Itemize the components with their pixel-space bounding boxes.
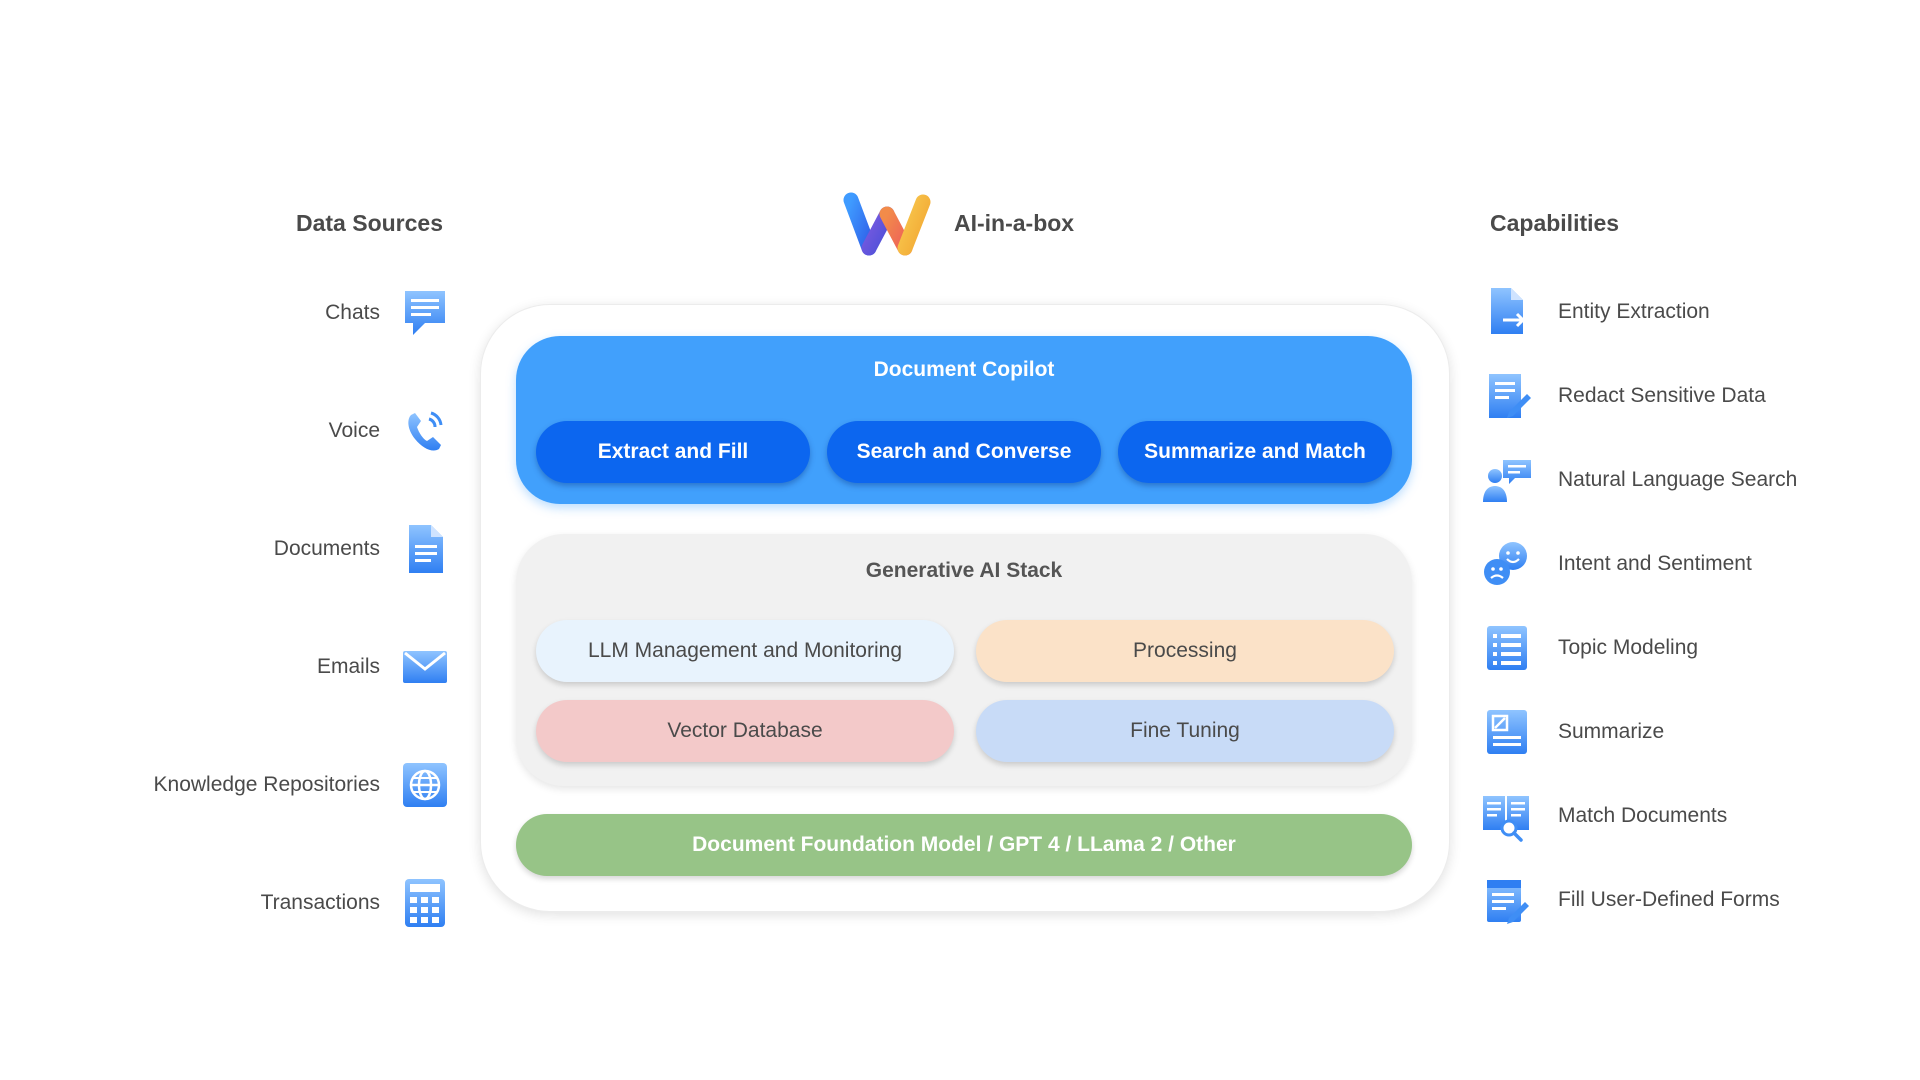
- capability-natural-language-search: Natural Language Search: [1480, 450, 1860, 510]
- capabilities-title: Capabilities: [1490, 210, 1620, 236]
- data-source-emails: Emails: [120, 637, 450, 697]
- foundation-model-bar[interactable]: Document Foundation Model / GPT 4 / LLam…: [516, 814, 1412, 876]
- brand-title: AI-in-a-box: [954, 210, 1075, 236]
- logo-icon: [843, 192, 943, 256]
- capability-label: Entity Extraction: [1558, 300, 1710, 323]
- data-source-label: Chats: [325, 301, 380, 324]
- phone-icon: [400, 404, 450, 458]
- capability-entity-extraction: Entity Extraction: [1480, 282, 1860, 342]
- data-source-label: Emails: [316, 655, 380, 678]
- data-source-voice: Voice: [120, 401, 450, 461]
- capability-topic-modeling: Topic Modeling: [1480, 618, 1860, 678]
- fine-tuning-pill[interactable]: Fine Tuning: [976, 700, 1394, 762]
- user-chat-icon: [1480, 453, 1534, 507]
- envelope-icon: [400, 640, 450, 694]
- capability-label: Intent and Sentiment: [1558, 552, 1752, 575]
- chat-bubble-icon: [400, 286, 450, 340]
- capability-match-documents: Match Documents: [1480, 786, 1860, 846]
- data-source-documents: Documents: [120, 519, 450, 579]
- capability-fill-user-defined-forms: Fill User-Defined Forms: [1480, 870, 1860, 930]
- list-icon: [1480, 621, 1534, 675]
- capability-label: Topic Modeling: [1558, 636, 1699, 659]
- chart-doc-icon: [1480, 705, 1534, 759]
- calculator-icon: [400, 876, 450, 930]
- capability-redact-sensitive-data: Redact Sensitive Data: [1480, 366, 1860, 426]
- capability-label: Match Documents: [1558, 804, 1728, 827]
- summarize-and-match-button[interactable]: Summarize and Match: [1118, 421, 1392, 483]
- document-icon: [400, 522, 450, 576]
- capability-intent-and-sentiment: Intent and Sentiment: [1480, 534, 1860, 594]
- data-sources-title: Data Sources: [296, 210, 444, 236]
- extract-and-fill-button[interactable]: Extract and Fill: [536, 421, 810, 483]
- data-source-chats: Chats: [120, 283, 450, 343]
- document-export-icon: [1480, 285, 1534, 339]
- data-source-label: Voice: [328, 419, 380, 442]
- data-source-label: Documents: [273, 537, 380, 560]
- generative-ai-stack-title: Generative AI Stack: [865, 559, 1063, 582]
- vector-database-pill[interactable]: Vector Database: [536, 700, 954, 762]
- capability-label: Redact Sensitive Data: [1558, 384, 1766, 407]
- processing-pill[interactable]: Processing: [976, 620, 1394, 682]
- capability-summarize: Summarize: [1480, 702, 1860, 762]
- sentiment-faces-icon: [1480, 537, 1534, 591]
- data-source-label: Transactions: [260, 891, 380, 914]
- data-source-label: Knowledge Repositories: [153, 773, 380, 796]
- document-edit-icon: [1480, 369, 1534, 423]
- data-source-transactions: Transactions: [120, 873, 450, 933]
- globe-icon: [400, 758, 450, 812]
- capability-label: Summarize: [1558, 720, 1665, 743]
- llm-management-pill[interactable]: LLM Management and Monitoring: [536, 620, 954, 682]
- data-source-knowledge-repositories: Knowledge Repositories: [120, 755, 450, 815]
- capability-label: Fill User-Defined Forms: [1558, 888, 1780, 911]
- document-copilot-title: Document Copilot: [873, 358, 1055, 381]
- form-edit-icon: [1480, 873, 1534, 927]
- book-search-icon: [1480, 789, 1534, 843]
- search-and-converse-button[interactable]: Search and Converse: [827, 421, 1101, 483]
- capability-label: Natural Language Search: [1558, 468, 1798, 491]
